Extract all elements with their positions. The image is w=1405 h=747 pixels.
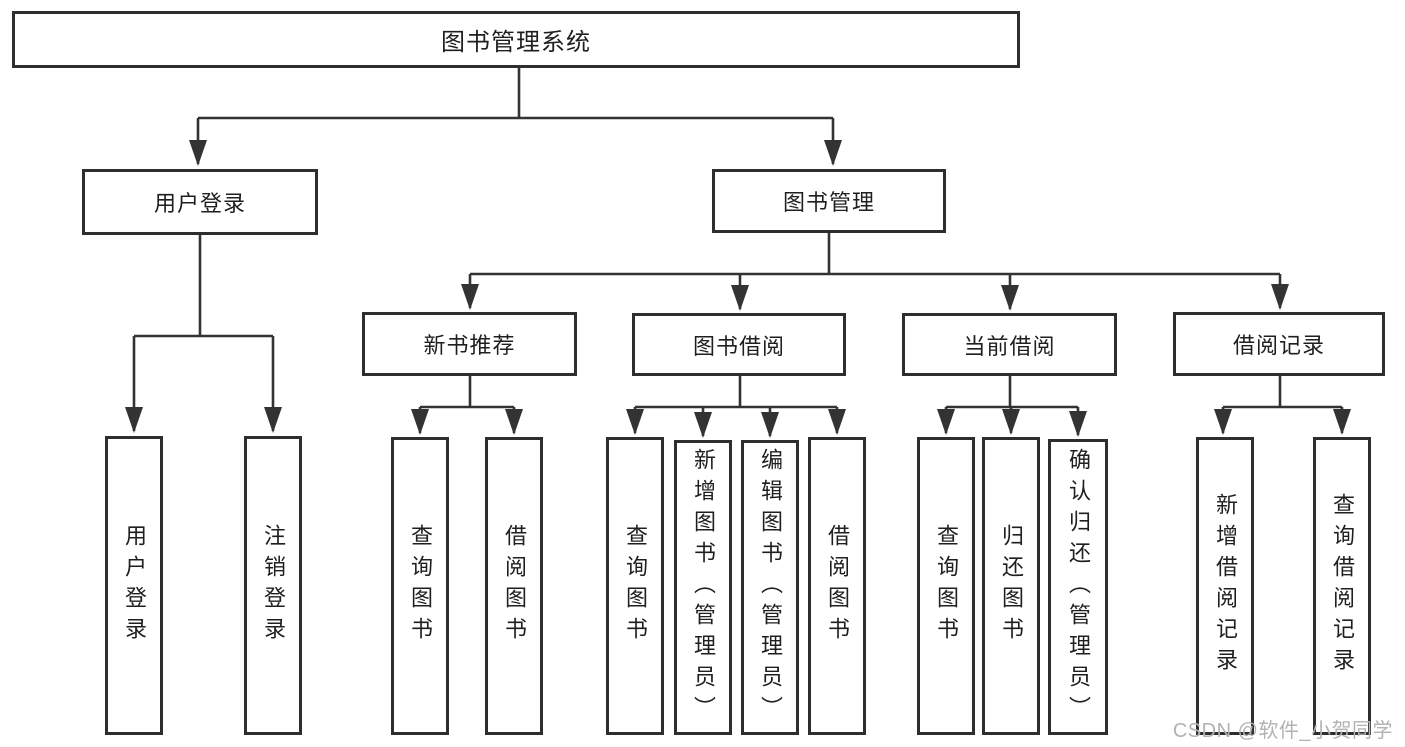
leaf-query-book-3-label: 查询图书 — [934, 524, 959, 648]
leaf-logout: 注销登录 — [244, 436, 302, 735]
leaf-edit-book-admin: 编辑图书（管理员） — [741, 440, 799, 735]
node-current-borrow: 当前借阅 — [902, 313, 1117, 376]
node-borrow-record: 借阅记录 — [1173, 312, 1385, 376]
leaf-query-borrow-record-label: 查询借阅记录 — [1330, 493, 1355, 679]
leaf-confirm-return-admin: 确认归还（管理员） — [1048, 439, 1108, 735]
csdn-watermark: CSDN @软件_小贺同学 — [1172, 720, 1393, 742]
leaf-add-borrow-record: 新增借阅记录 — [1196, 437, 1254, 735]
connector-stems — [134, 68, 1342, 409]
node-root-system: 图书管理系统 — [12, 11, 1020, 68]
leaf-add-borrow-record-label: 新增借阅记录 — [1213, 493, 1238, 679]
leaf-query-book-1: 查询图书 — [391, 437, 449, 735]
leaf-query-book-2-label: 查询图书 — [623, 524, 648, 648]
leaf-add-book-admin-label: 新增图书（管理员） — [691, 448, 716, 727]
connector-arrows — [125, 118, 1351, 438]
leaf-user-login: 用户登录 — [105, 436, 163, 735]
node-new-book-recommend: 新书推荐 — [362, 312, 577, 376]
leaf-query-book-1-label: 查询图书 — [408, 524, 433, 648]
node-user-login: 用户登录 — [82, 169, 318, 235]
leaf-borrow-book-1: 借阅图书 — [485, 437, 543, 735]
leaf-return-book: 归还图书 — [982, 437, 1040, 735]
leaf-add-book-admin: 新增图书（管理员） — [674, 440, 732, 735]
leaf-logout-label: 注销登录 — [261, 523, 286, 648]
leaf-borrow-book-2-label: 借阅图书 — [825, 524, 850, 648]
leaf-edit-book-admin-label: 编辑图书（管理员） — [758, 448, 783, 727]
node-book-management: 图书管理 — [712, 169, 946, 233]
node-book-borrow: 图书借阅 — [632, 313, 846, 376]
leaf-borrow-book-2: 借阅图书 — [808, 437, 866, 735]
leaf-confirm-return-admin-label: 确认归还（管理员） — [1066, 447, 1091, 727]
leaf-borrow-book-1-label: 借阅图书 — [502, 524, 527, 648]
leaf-user-login-label: 用户登录 — [122, 523, 147, 648]
leaf-return-book-label: 归还图书 — [999, 524, 1024, 648]
leaf-query-borrow-record: 查询借阅记录 — [1313, 437, 1371, 735]
leaf-query-book-3: 查询图书 — [917, 437, 975, 735]
leaf-query-book-2: 查询图书 — [606, 437, 664, 735]
